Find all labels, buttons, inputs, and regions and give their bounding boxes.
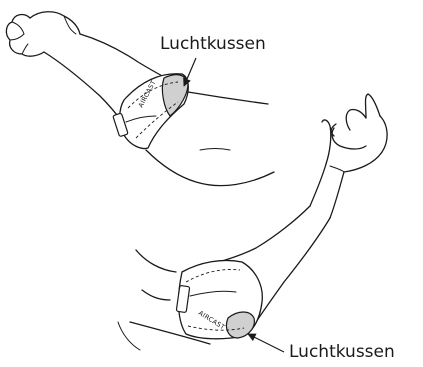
callout-arrow-top [184, 58, 196, 86]
callout-label-bottom: Luchtkussen [289, 344, 395, 361]
callout-label-top: Luchtkussen [160, 36, 266, 53]
callout-arrow-bottom [248, 334, 284, 352]
bottom-elbow-strap: AIRCAST [176, 260, 262, 338]
top-elbow-strap: AIRCAST [113, 74, 188, 149]
